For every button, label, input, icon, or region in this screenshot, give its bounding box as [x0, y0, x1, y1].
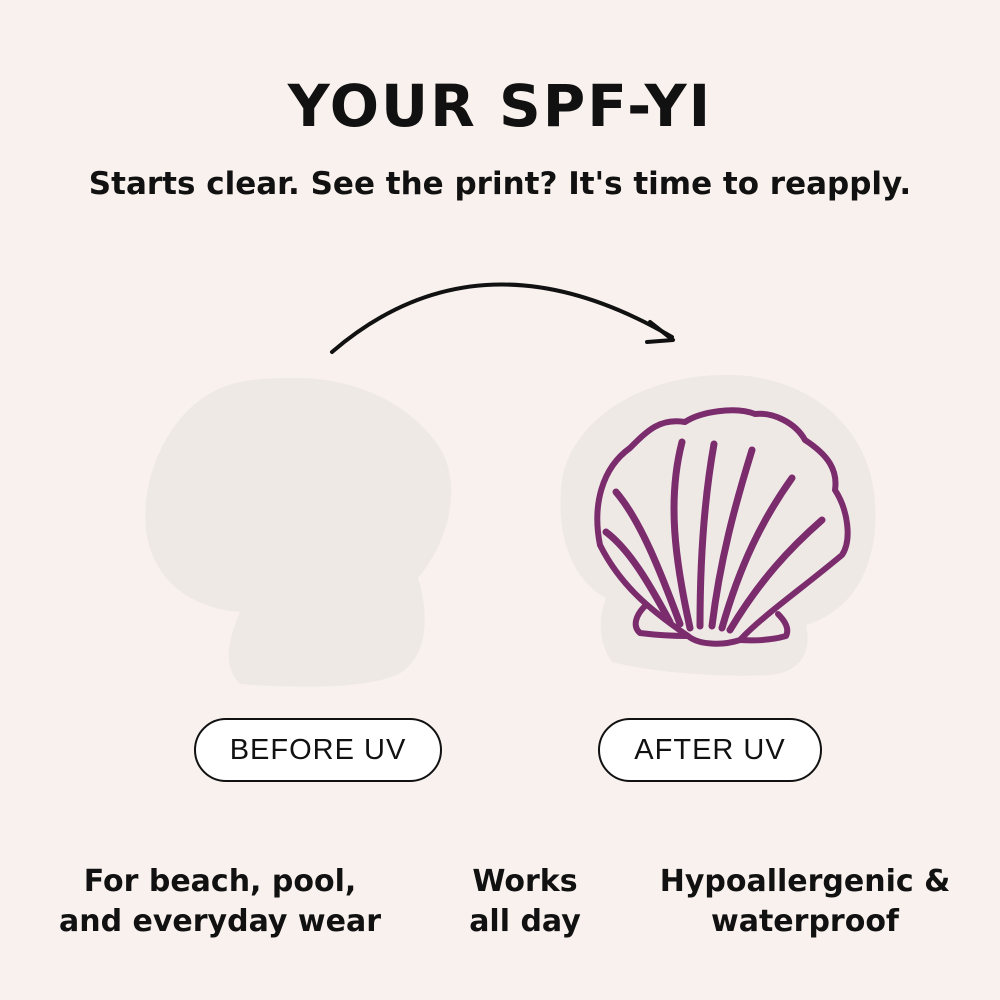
feature-line: For beach, pool,: [83, 864, 357, 899]
before-uv-label: BEFORE UV: [194, 718, 442, 782]
feature-line: and everyday wear: [58, 904, 382, 939]
feature-beach-pool: For beach, pool, and everyday wear: [40, 862, 400, 942]
feature-line: Hypoallergenic &: [659, 864, 951, 899]
feature-all-day: Works all day: [440, 862, 610, 942]
before-uv-sticker: [145, 377, 452, 687]
feature-line: waterproof: [711, 904, 899, 939]
page-subtitle: Starts clear. See the print? It's time t…: [88, 166, 912, 202]
feature-line: Works: [472, 864, 578, 899]
after-uv-label: AFTER UV: [598, 718, 822, 782]
curved-arrow-icon: [330, 282, 675, 354]
after-uv-sticker: [560, 374, 876, 676]
page-title: YOUR SPF-YI: [287, 72, 713, 140]
feature-line: all day: [469, 904, 581, 939]
seashell-icon: [594, 407, 851, 647]
feature-hypoallergenic: Hypoallergenic & waterproof: [640, 862, 970, 942]
